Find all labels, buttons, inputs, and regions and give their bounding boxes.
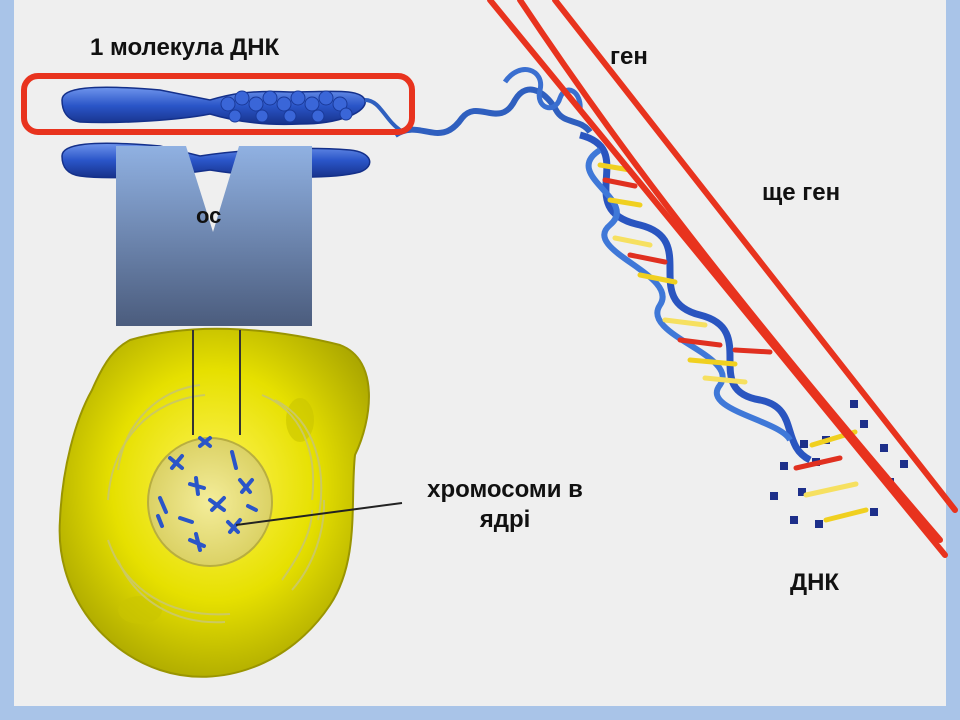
- chromosomes-in-nucleus: [156, 436, 258, 552]
- label-another-gene: ще ген: [762, 179, 841, 206]
- label-dna: ДНК: [790, 569, 840, 596]
- endoplasmic-reticulum: [107, 384, 326, 624]
- label-chromosomes-line2: ядрі: [479, 506, 531, 533]
- label-partial-hidden: ос: [196, 203, 222, 228]
- label-chromosomes-in-nucleus: хромосоми в ядрі: [398, 475, 612, 535]
- overlay-block: [116, 146, 312, 326]
- label-dna-molecule: 1 молекула ДНК: [90, 34, 280, 61]
- label-chromosomes-line1: хромосоми в: [427, 476, 583, 503]
- red-strike-lines: [487, 0, 958, 558]
- cell: [58, 327, 370, 678]
- dna-double-helix: [393, 67, 908, 528]
- highlight-rectangle: [21, 73, 415, 135]
- pointer-line-chromosomes: [235, 502, 403, 526]
- label-gene: ген: [610, 43, 648, 70]
